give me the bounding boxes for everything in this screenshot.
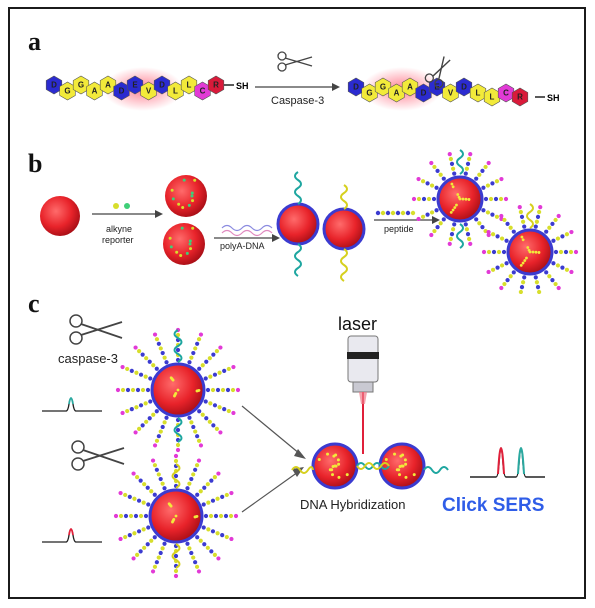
nanoparticle-bare — [40, 196, 80, 236]
arrow-to-hybrid-1 — [241, 405, 301, 455]
residue-label: D — [51, 81, 57, 90]
residue-label: V — [448, 89, 454, 98]
nanoparticle-probe-2 — [113, 453, 239, 579]
scissors-icon-c2 — [71, 440, 125, 471]
panel-b-diagram — [40, 149, 579, 294]
nanoparticle-functionalized-1 — [411, 149, 509, 249]
residue-label: G — [78, 81, 84, 90]
laser-icon — [347, 335, 379, 454]
laser-label: laser — [338, 314, 378, 334]
nanoparticle-reporter-1 — [165, 175, 207, 217]
residue-hexagon — [374, 77, 392, 97]
residue-label: L — [187, 81, 192, 90]
click-sers-label: Click SERS — [442, 495, 545, 516]
nanoparticle-probe-1 — [115, 327, 241, 453]
residue-label: A — [407, 83, 413, 92]
panel-c-diagram — [42, 314, 545, 579]
residue-hexagon — [497, 83, 515, 103]
residue-hexagon — [401, 77, 419, 97]
residue-label: L — [490, 93, 495, 102]
residue-label: D — [119, 87, 125, 96]
residue-label: G — [366, 89, 372, 98]
residue-label: G — [64, 87, 70, 96]
residue-label: R — [213, 81, 219, 90]
residue-label: D — [159, 81, 165, 90]
residue-hexagon — [455, 77, 473, 97]
panel-a-label: a — [28, 27, 41, 56]
hybridization-label: DNA Hybridization — [300, 497, 406, 512]
protease-label: Caspase-3 — [271, 95, 325, 107]
residue-hexagon — [180, 75, 198, 95]
step1-label: alkyne — [106, 224, 133, 234]
arrow-to-hybrid-2 — [241, 471, 299, 513]
enzyme-label: caspase-3 — [58, 351, 118, 366]
nanoparticle-dimer — [291, 442, 449, 490]
residue-label: E — [132, 81, 138, 90]
residue-hexagon — [469, 83, 487, 103]
residue-label: C — [200, 87, 206, 96]
residue-hexagon — [126, 75, 144, 95]
panel-c-label: c — [28, 289, 40, 318]
step1b-label: reporter — [102, 235, 134, 245]
residue-label: V — [146, 87, 152, 96]
residue-hexagon — [207, 75, 225, 95]
thiol-label-left: SH — [236, 81, 249, 91]
residue-hexagon — [99, 75, 117, 95]
residue-label: L — [476, 89, 481, 98]
residue-label: D — [421, 89, 427, 98]
scissors-cut-icon — [424, 56, 451, 89]
scissors-icon — [277, 51, 313, 72]
residue-label: A — [394, 89, 400, 98]
nanoparticle-reporter-2 — [163, 223, 205, 265]
residue-hexagon — [347, 77, 365, 97]
residue-label: D — [461, 83, 467, 92]
residue-label: A — [92, 87, 98, 96]
nanoparticle-dna-2 — [322, 207, 366, 251]
residue-hexagon — [511, 87, 529, 107]
nanoparticle-dna-1 — [276, 202, 320, 246]
residue-hexagon — [153, 75, 171, 95]
residue-hexagon — [72, 75, 90, 95]
residue-label: L — [173, 87, 178, 96]
residue-label: A — [105, 81, 111, 90]
residue-label: G — [380, 83, 386, 92]
step3-label: peptide — [384, 224, 414, 234]
scissors-icon-c1 — [69, 314, 123, 345]
residue-label: C — [503, 89, 509, 98]
step2-label: polyA-DNA — [220, 241, 265, 251]
panel-b-label: b — [28, 149, 43, 178]
thiol-label-right: SH — [547, 93, 560, 103]
nanoparticle-functionalized-2 — [481, 203, 579, 294]
dna-strand — [294, 171, 302, 205]
residue-label: R — [517, 93, 523, 102]
spectrum-peak-icon — [470, 447, 545, 478]
residue-hexagon — [45, 75, 63, 95]
residue-label: D — [353, 83, 359, 92]
